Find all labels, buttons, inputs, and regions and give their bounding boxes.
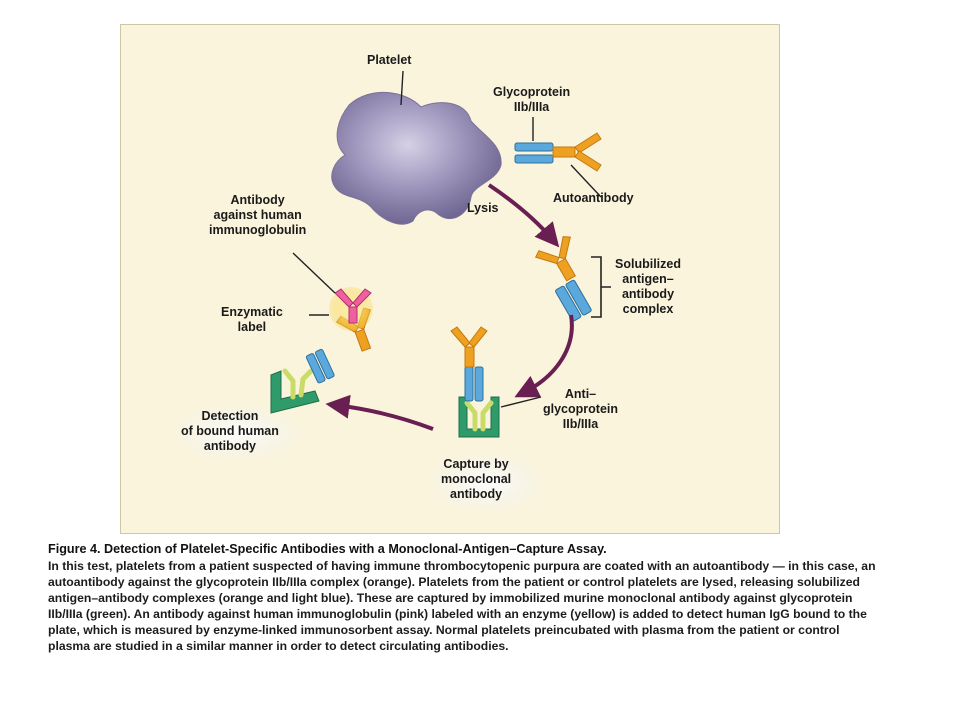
label-capture: Capture by monoclonal antibody	[441, 457, 511, 502]
label-detection: Detection of bound human antibody	[181, 409, 279, 454]
caption-body: In this test, platelets from a patient s…	[48, 559, 876, 653]
platelet-cell	[331, 91, 502, 225]
autoantibody-leader	[570, 164, 602, 198]
label-antibody-line1: Antibody	[230, 193, 285, 207]
label-glycoprotein-line1: Glycoprotein	[493, 85, 571, 99]
label-glycoprotein: Glycoprotein IIb/IIIa	[493, 85, 570, 115]
caption-title: Figure 4. Detection of Platelet-Specific…	[48, 542, 607, 556]
lysis-arrow	[487, 183, 560, 248]
glycoprotein-on-platelet	[514, 142, 554, 164]
label-detection-line1: Detection	[201, 409, 259, 423]
label-capture-line1: Capture by	[443, 457, 509, 471]
capture-to-detection-arrow	[325, 394, 434, 431]
label-antibody-line2: against human	[213, 208, 302, 222]
detection-glow	[166, 403, 306, 463]
label-capture-line3: antibody	[450, 487, 503, 501]
label-detection-line2: of bound human	[181, 424, 279, 438]
autoantibody-on-platelet	[552, 132, 602, 172]
label-capture-line2: monoclonal	[441, 472, 512, 486]
label-solubilized-line1: Solubilized	[615, 257, 681, 271]
complex-to-capture-arrow	[514, 314, 574, 398]
label-antibody-against-human: Antibody against human immunoglobulin	[209, 193, 306, 238]
platelet-leader	[400, 70, 404, 106]
label-enzymatic: Enzymatic label	[221, 305, 283, 335]
label-enzymatic-line2: label	[237, 320, 267, 334]
capture-assembly	[450, 326, 500, 438]
figure-panel: Platelet Glycoprotein IIb/IIIa Autoantib…	[120, 24, 780, 534]
label-enzymatic-line1: Enzymatic	[221, 305, 283, 319]
complex-bracket	[591, 256, 611, 318]
label-solubilized-line3: antibody	[621, 287, 675, 301]
capture-glow	[424, 451, 548, 515]
label-platelet: Platelet	[367, 53, 412, 67]
label-anti-gp-line1: Anti–	[564, 387, 597, 401]
label-lysis: Lysis	[467, 201, 499, 215]
label-anti-gp-line2: glycoprotein	[543, 402, 619, 416]
assay-diagram	[166, 70, 611, 515]
solubilized-complex	[534, 236, 592, 322]
label-anti-gp-line3: IIb/IIIa	[562, 417, 599, 431]
label-antibody-line3: immunoglobulin	[209, 223, 307, 237]
label-autoantibody: Autoantibody	[553, 191, 634, 205]
label-solubilized-line4: complex	[622, 302, 674, 316]
detection-assembly	[270, 287, 373, 414]
anti-gp-leader	[500, 396, 542, 408]
figure-caption: Figure 4. Detection of Platelet-Specific…	[48, 541, 878, 654]
label-solubilized: Solubilized antigen– antibody complex	[615, 257, 681, 317]
label-solubilized-line2: antigen–	[622, 272, 674, 286]
label-detection-line3: antibody	[203, 439, 256, 453]
label-anti-glycoprotein: Anti– glycoprotein IIb/IIIa	[543, 387, 618, 432]
label-glycoprotein-line2: IIb/IIIa	[513, 100, 550, 114]
anti-human-leader	[292, 252, 336, 294]
